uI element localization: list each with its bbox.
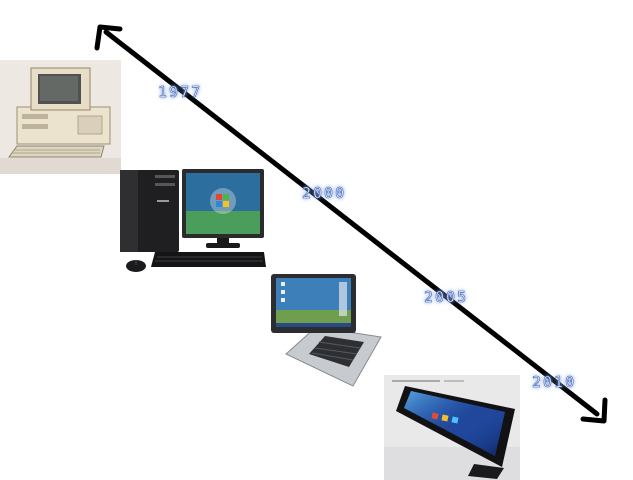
vintage-pc-image <box>0 60 121 174</box>
timeline-line <box>103 29 600 417</box>
year-label-1977: 1977 <box>158 83 203 102</box>
year-label-2010: 2010 <box>532 373 577 392</box>
year-label-2005: 2005 <box>424 288 469 307</box>
year-label-2000: 2000 <box>302 184 347 203</box>
arrowhead-end <box>580 397 608 424</box>
tablet-laptop-image <box>269 272 386 388</box>
desktop-computer-image <box>117 167 272 277</box>
arrowhead-start <box>94 24 123 51</box>
smartphone-image <box>384 375 520 480</box>
